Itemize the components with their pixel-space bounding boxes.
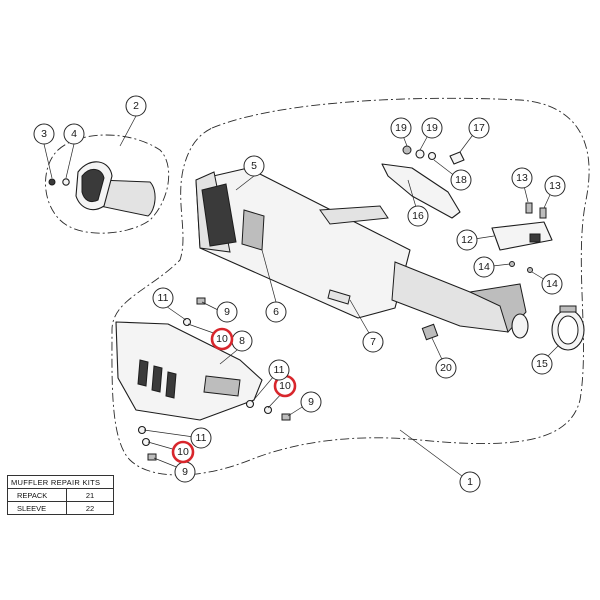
callout-5: 5 bbox=[243, 155, 265, 177]
callout-7: 7 bbox=[362, 331, 384, 353]
bolt-9b bbox=[281, 413, 291, 421]
svg-text:10: 10 bbox=[216, 333, 228, 345]
callout-9: 9 bbox=[174, 461, 196, 483]
callout-3: 3 bbox=[33, 123, 55, 145]
bolt-9a bbox=[196, 297, 206, 305]
svg-text:7: 7 bbox=[370, 336, 376, 348]
svg-text:11: 11 bbox=[158, 292, 169, 304]
muffler-repair-kits-table: MUFFLER REPAIR KITS REPACK 21 SLEEVE 22 bbox=[7, 475, 114, 515]
svg-text:14: 14 bbox=[546, 278, 558, 290]
svg-text:11: 11 bbox=[196, 432, 207, 444]
callout-11: 11 bbox=[268, 359, 290, 381]
svg-text:5: 5 bbox=[251, 160, 257, 172]
callout-11: 11 bbox=[152, 287, 174, 309]
callout-8: 8 bbox=[231, 330, 253, 352]
callout-15: 15 bbox=[531, 353, 553, 375]
table-row: REPACK 21 bbox=[7, 488, 114, 502]
callout-6: 6 bbox=[265, 301, 287, 323]
callout-2: 2 bbox=[125, 95, 147, 117]
kit-number-repack: 21 bbox=[66, 488, 114, 502]
svg-text:12: 12 bbox=[461, 234, 473, 246]
screw-part-3 bbox=[48, 178, 56, 186]
svg-text:9: 9 bbox=[308, 396, 314, 408]
kit-number-sleeve: 22 bbox=[66, 501, 114, 515]
hanger-part-12 bbox=[491, 221, 553, 251]
kit-name-repack: REPACK bbox=[7, 488, 67, 502]
callout-14: 14 bbox=[541, 273, 563, 295]
link-pipe bbox=[391, 261, 529, 339]
callout-9: 9 bbox=[216, 301, 238, 323]
washer-18 bbox=[427, 151, 437, 161]
svg-text:20: 20 bbox=[440, 362, 452, 374]
callout-17: 17 bbox=[468, 117, 490, 139]
bolt-13b bbox=[539, 207, 547, 219]
callout-12: 12 bbox=[456, 229, 478, 251]
nut-17 bbox=[449, 151, 465, 165]
svg-text:8: 8 bbox=[239, 335, 245, 347]
svg-text:9: 9 bbox=[182, 466, 188, 478]
washer-part-4 bbox=[62, 178, 70, 186]
callout-11: 11 bbox=[190, 427, 212, 449]
callout-9: 9 bbox=[300, 391, 322, 413]
callout-13: 13 bbox=[511, 167, 533, 189]
washer-10c bbox=[141, 437, 151, 447]
svg-text:4: 4 bbox=[71, 128, 77, 140]
washer-14a bbox=[509, 261, 515, 267]
svg-text:15: 15 bbox=[536, 358, 548, 370]
washer-11a bbox=[182, 317, 192, 327]
callout-10-highlighted: 10 bbox=[210, 327, 234, 351]
svg-text:10: 10 bbox=[177, 446, 189, 458]
callout-14: 14 bbox=[473, 256, 495, 278]
svg-text:2: 2 bbox=[133, 100, 139, 112]
washer-19b bbox=[415, 149, 425, 159]
svg-text:14: 14 bbox=[478, 261, 490, 273]
hanger-insert bbox=[529, 233, 541, 243]
end-cap-part bbox=[75, 161, 156, 217]
svg-text:13: 13 bbox=[516, 172, 528, 184]
svg-text:6: 6 bbox=[273, 306, 279, 318]
svg-text:18: 18 bbox=[455, 174, 467, 186]
svg-text:11: 11 bbox=[274, 364, 285, 376]
svg-text:16: 16 bbox=[412, 210, 424, 222]
callout-4: 4 bbox=[63, 123, 85, 145]
nut-19a bbox=[402, 145, 412, 155]
callout-1: 1 bbox=[459, 471, 481, 493]
callout-layer: 1 2 3 4 5 6 7 8 9 9 9 10 10 10 11 11 11 … bbox=[33, 95, 566, 493]
callout-13: 13 bbox=[544, 175, 566, 197]
svg-text:3: 3 bbox=[41, 128, 47, 140]
bolt-13a bbox=[525, 202, 533, 214]
bracket-part-16 bbox=[381, 163, 461, 219]
callout-18: 18 bbox=[450, 169, 472, 191]
assembly-outline bbox=[111, 97, 590, 476]
callout-20: 20 bbox=[435, 357, 457, 379]
washer-10b bbox=[263, 405, 273, 415]
block-part-20 bbox=[421, 323, 439, 341]
svg-text:10: 10 bbox=[279, 380, 291, 392]
callout-10-highlighted: 10 bbox=[171, 440, 195, 464]
callout-19: 19 bbox=[421, 117, 443, 139]
svg-text:17: 17 bbox=[473, 122, 485, 134]
svg-text:19: 19 bbox=[426, 122, 438, 134]
callout-19: 19 bbox=[390, 117, 412, 139]
washer-11b bbox=[245, 399, 255, 409]
muffler-body bbox=[195, 167, 411, 319]
svg-text:13: 13 bbox=[549, 180, 561, 192]
table-row: SLEEVE 22 bbox=[7, 501, 114, 515]
repair-kits-title: MUFFLER REPAIR KITS bbox=[7, 475, 114, 489]
svg-text:19: 19 bbox=[395, 122, 407, 134]
svg-text:1: 1 bbox=[467, 476, 473, 488]
svg-text:9: 9 bbox=[224, 306, 230, 318]
bolt-9c bbox=[147, 453, 157, 461]
clamp-part-15 bbox=[551, 305, 585, 351]
callout-16: 16 bbox=[407, 205, 429, 227]
kit-name-sleeve: SLEEVE bbox=[7, 501, 67, 515]
washer-14b bbox=[527, 267, 533, 273]
